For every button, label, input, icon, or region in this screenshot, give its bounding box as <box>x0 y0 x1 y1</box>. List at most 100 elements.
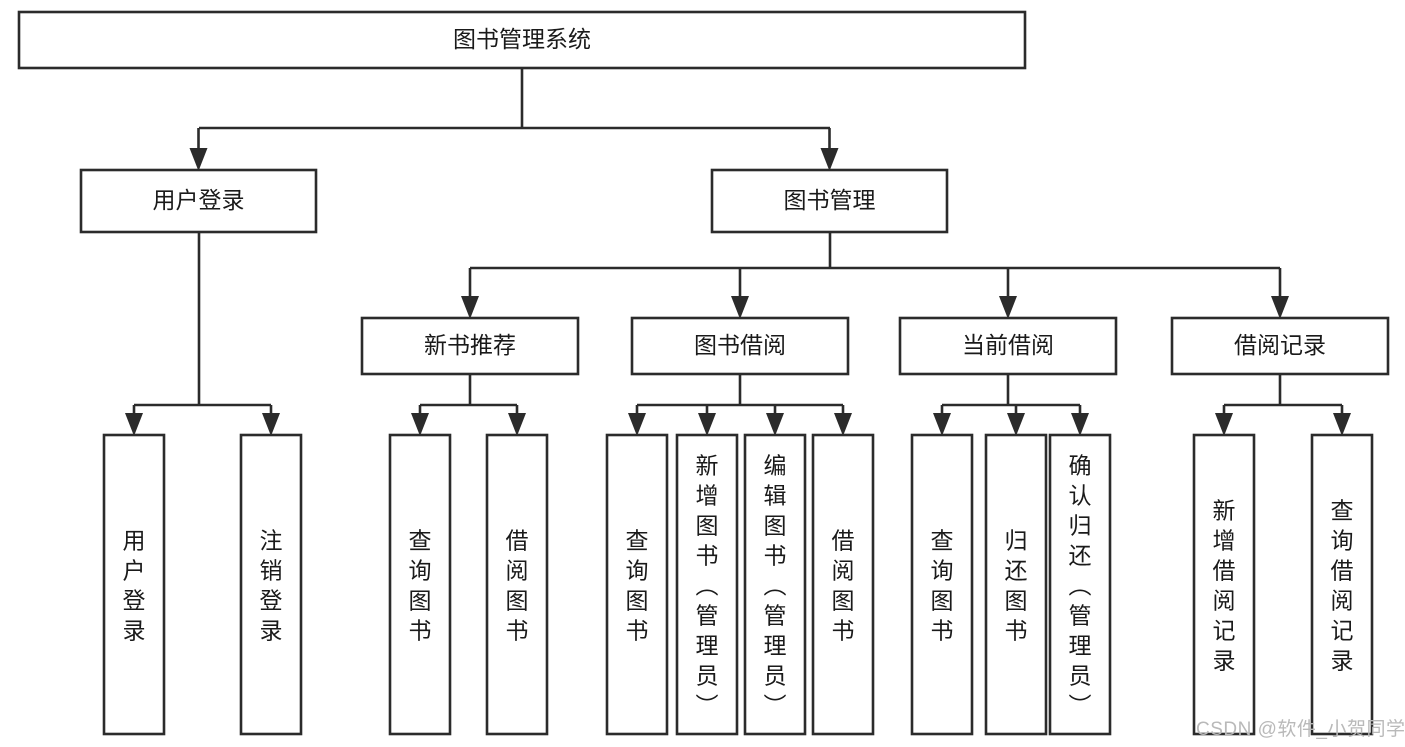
arrow-head-icon <box>820 148 839 171</box>
node-new-book-rec[interactable]: 新书推荐 <box>360 316 580 376</box>
edge-book-manage-to-current-borrow <box>999 268 1017 319</box>
arrow-head-icon <box>834 413 852 436</box>
node-label: 新书推荐 <box>424 332 516 358</box>
node-box[interactable] <box>984 433 1048 736</box>
edge-user-login-to-leaf-user-login <box>125 405 143 436</box>
node-leaf-add-book[interactable]: 新增图书︵管理员︶ <box>675 433 739 736</box>
node-label: 借阅图书 <box>506 528 529 644</box>
node-book-borrow[interactable]: 图书借阅 <box>630 316 850 376</box>
connector-bus-user-login <box>134 232 271 407</box>
edge-current-borrow-to-leaf-return-book <box>1007 405 1025 436</box>
node-leaf-return-book[interactable]: 归还图书 <box>984 433 1048 736</box>
node-box[interactable] <box>102 433 166 736</box>
node-leaf-borrow-book-2[interactable]: 借阅图书 <box>811 433 875 736</box>
arrow-head-icon <box>125 413 143 436</box>
node-leaf-query-book-3[interactable]: 查询图书 <box>910 433 974 736</box>
node-box[interactable] <box>710 168 949 234</box>
node-label: 查询图书 <box>409 528 432 644</box>
node-label: 查询借阅记录 <box>1331 498 1354 674</box>
connector-bus-book-manage <box>470 232 1280 270</box>
node-label: 确认归还︵管理员︶ <box>1069 453 1092 719</box>
node-label: 图书管理系统 <box>453 26 591 52</box>
edge-new-book-rec-to-leaf-borrow-book-1 <box>508 405 526 436</box>
edge-user-login-to-leaf-user-logout <box>262 405 280 436</box>
node-box[interactable] <box>1310 433 1374 736</box>
node-box[interactable] <box>388 433 452 736</box>
node-current-borrow[interactable]: 当前借阅 <box>898 316 1118 376</box>
node-box[interactable] <box>743 433 807 736</box>
arrow-head-icon <box>508 413 526 436</box>
edge-book-borrow-to-leaf-add-book <box>698 405 716 436</box>
arrow-head-icon <box>766 413 784 436</box>
node-box[interactable] <box>79 168 318 234</box>
node-leaf-query-record[interactable]: 查询借阅记录 <box>1310 433 1374 736</box>
arrow-head-icon <box>189 148 208 171</box>
edge-borrow-record-to-leaf-add-record <box>1215 405 1233 436</box>
arrow-head-icon <box>1271 296 1289 319</box>
edge-book-manage-to-new-book-rec <box>461 268 479 319</box>
node-box[interactable] <box>17 10 1027 70</box>
node-box[interactable] <box>485 433 549 736</box>
edge-book-manage-to-book-borrow <box>731 268 749 319</box>
node-label: 查询图书 <box>931 528 954 644</box>
connector-bus-book-borrow <box>637 374 843 407</box>
node-label: 归还图书 <box>1005 528 1028 644</box>
node-user-login[interactable]: 用户登录 <box>79 168 318 234</box>
node-label: 借阅图书 <box>832 528 855 644</box>
edge-current-borrow-to-leaf-confirm-return <box>1071 405 1089 436</box>
node-leaf-add-record[interactable]: 新增借阅记录 <box>1192 433 1256 736</box>
edge-book-borrow-to-leaf-query-book-2 <box>628 405 646 436</box>
node-leaf-confirm-return[interactable]: 确认归还︵管理员︶ <box>1048 433 1112 736</box>
node-box[interactable] <box>1170 316 1390 376</box>
node-label: 编辑图书︵管理员︶ <box>764 453 787 719</box>
arrow-head-icon <box>1007 413 1025 436</box>
node-label: 用户登录 <box>123 528 146 644</box>
arrow-head-icon <box>461 296 479 319</box>
edge-borrow-record-to-leaf-query-record <box>1333 405 1351 436</box>
arrow-head-icon <box>411 413 429 436</box>
edge-current-borrow-to-leaf-query-book-3 <box>933 405 951 436</box>
node-leaf-user-logout[interactable]: 注销登录 <box>239 433 303 736</box>
nodes-layer: 图书管理系统用户登录图书管理新书推荐图书借阅当前借阅借阅记录用户登录注销登录查询… <box>17 10 1390 736</box>
node-label: 用户登录 <box>153 187 245 213</box>
edge-book-borrow-to-leaf-edit-book <box>766 405 784 436</box>
node-box[interactable] <box>898 316 1118 376</box>
node-box[interactable] <box>675 433 739 736</box>
node-label: 图书管理 <box>784 187 876 213</box>
connector-bus-current-borrow <box>942 374 1080 407</box>
edge-book-borrow-to-leaf-borrow-book-2 <box>834 405 852 436</box>
edge-new-book-rec-to-leaf-query-book-1 <box>411 405 429 436</box>
node-box[interactable] <box>910 433 974 736</box>
node-label: 借阅记录 <box>1234 332 1326 358</box>
node-root[interactable]: 图书管理系统 <box>17 10 1027 70</box>
node-box[interactable] <box>630 316 850 376</box>
node-box[interactable] <box>811 433 875 736</box>
edges-layer <box>125 68 1351 436</box>
node-box[interactable] <box>605 433 669 736</box>
node-leaf-query-book-2[interactable]: 查询图书 <box>605 433 669 736</box>
arrow-head-icon <box>731 296 749 319</box>
arrow-head-icon <box>262 413 280 436</box>
node-book-manage[interactable]: 图书管理 <box>710 168 949 234</box>
arrow-head-icon <box>1333 413 1351 436</box>
arrow-head-icon <box>1071 413 1089 436</box>
node-label: 新增借阅记录 <box>1213 498 1236 674</box>
node-borrow-record[interactable]: 借阅记录 <box>1170 316 1390 376</box>
node-box[interactable] <box>239 433 303 736</box>
edge-book-manage-to-borrow-record <box>1271 268 1289 319</box>
node-leaf-user-login[interactable]: 用户登录 <box>102 433 166 736</box>
node-label: 注销登录 <box>260 528 283 644</box>
arrow-head-icon <box>628 413 646 436</box>
arrow-head-icon <box>933 413 951 436</box>
node-leaf-edit-book[interactable]: 编辑图书︵管理员︶ <box>743 433 807 736</box>
node-leaf-query-book-1[interactable]: 查询图书 <box>388 433 452 736</box>
node-box[interactable] <box>360 316 580 376</box>
node-box[interactable] <box>1048 433 1112 736</box>
node-box[interactable] <box>1192 433 1256 736</box>
node-leaf-borrow-book-1[interactable]: 借阅图书 <box>485 433 549 736</box>
connector-bus-root <box>199 68 830 130</box>
connector-bus-new-book-rec <box>420 374 517 407</box>
arrow-head-icon <box>698 413 716 436</box>
